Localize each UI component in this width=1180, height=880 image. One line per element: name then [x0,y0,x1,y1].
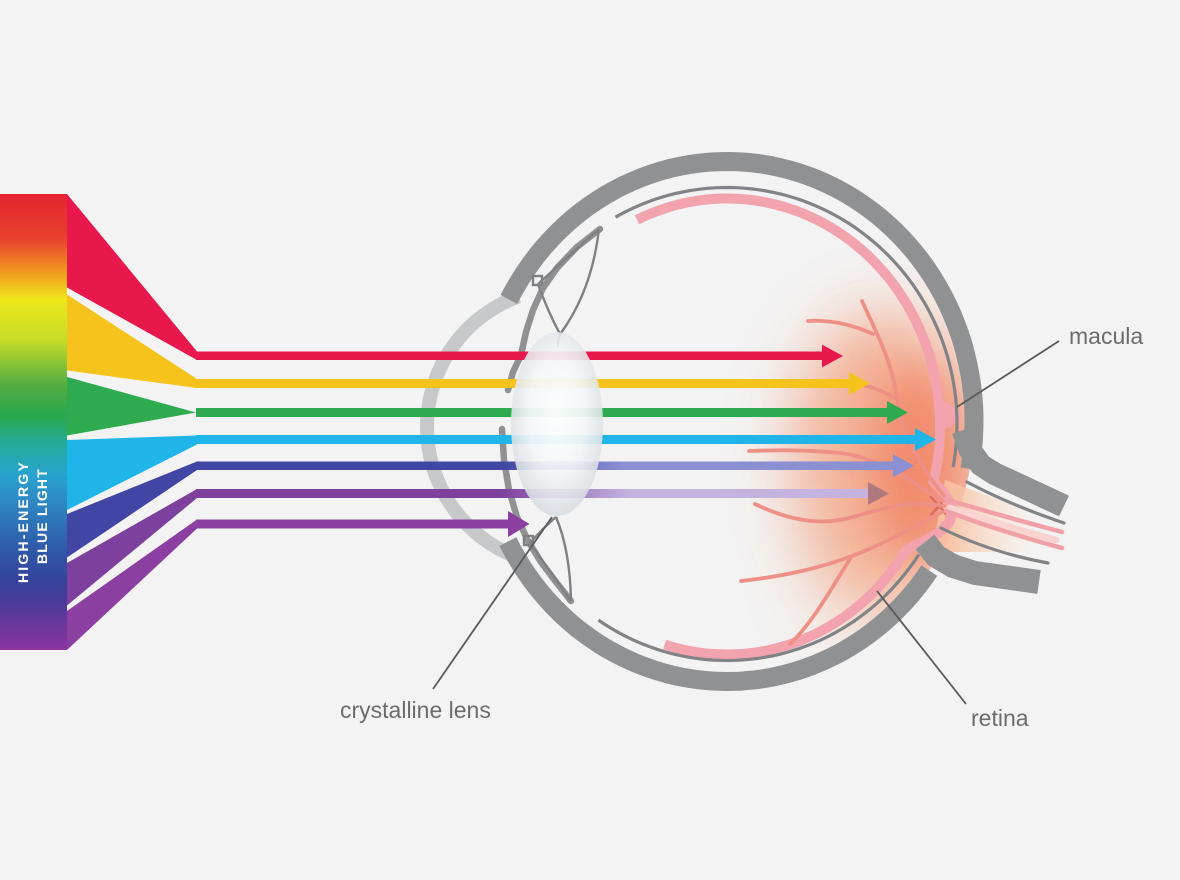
svg-text:HIGH-ENERGY: HIGH-ENERGY [15,460,31,583]
svg-text:crystalline lens: crystalline lens [340,697,491,723]
svg-text:macula: macula [1069,323,1143,349]
svg-text:retina: retina [971,705,1029,731]
svg-text:BLUE LIGHT: BLUE LIGHT [34,468,50,564]
